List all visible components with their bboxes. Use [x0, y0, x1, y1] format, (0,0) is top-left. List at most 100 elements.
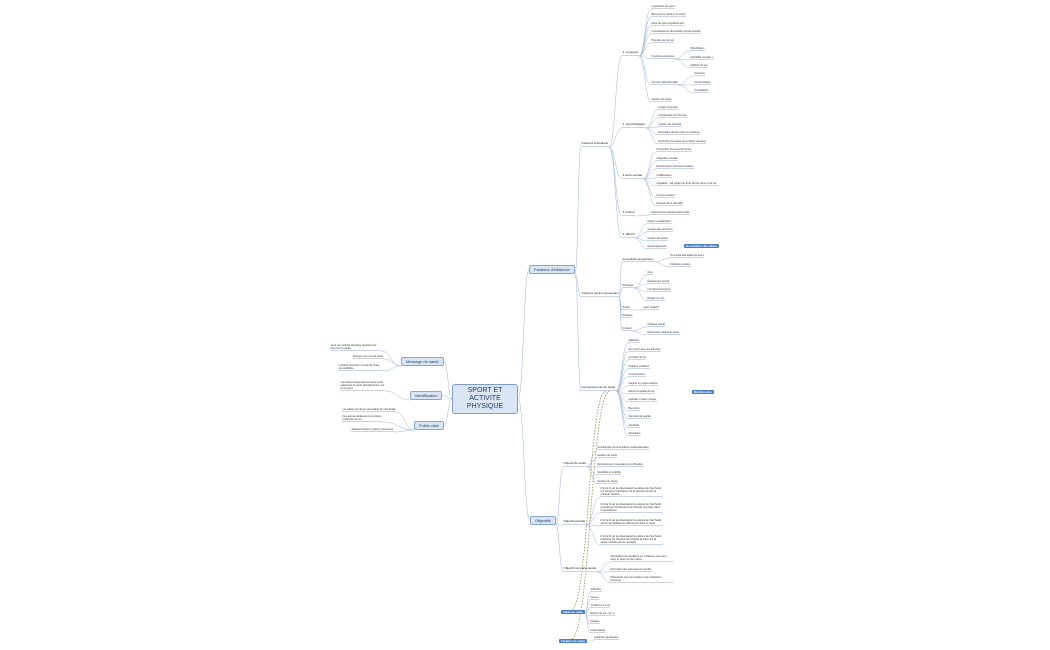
physique-item[interactable]: Clos: [647, 271, 654, 275]
logiques-node[interactable]: 1. Logiques: [622, 50, 639, 56]
identification-item[interactable]: Les élèves fréquenteront moins qu'ils pr…: [340, 381, 385, 391]
psycho-item[interactable]: Gestion de l'anxiété: [658, 123, 682, 127]
message-item[interactable]: Avoir une activité physique régulière es…: [330, 344, 381, 351]
public-cible-node[interactable]: Public cible: [414, 421, 445, 430]
stade-item[interactable]: Genou: [590, 596, 599, 600]
educatif-item[interactable]: D'ici la fin de la présentation les élèv…: [600, 535, 663, 545]
facteurs-sante-node[interactable]: Facteurs de santé: [559, 639, 587, 643]
fonctions-item[interactable]: Planification: [690, 47, 705, 51]
objectif-sante-node[interactable]: Objectif de santé: [563, 461, 587, 467]
comportement-item[interactable]: Contrôle de soi: [628, 356, 647, 360]
physique-item[interactable]: Équipement sportif: [647, 280, 670, 284]
culturel-env-item[interactable]: Pratique sportif: [647, 323, 666, 327]
physique-item[interactable]: Infrastructure(sport): [647, 288, 671, 292]
root-node[interactable]: SPORT ET ACTIVITE PHYSIQUE: [452, 384, 518, 414]
sociale-item[interactable]: Respect de la diversité: [656, 202, 684, 206]
message-sante-node[interactable]: Message de santé: [401, 357, 444, 366]
affectif-item[interactable]: Épanouissement: [647, 245, 668, 249]
politique-node[interactable]: Politique: [622, 314, 633, 318]
affectif-item[interactable]: Gestion des émotions: [647, 228, 674, 232]
sante-item[interactable]: Renforcement musculaire et tonification: [597, 463, 644, 467]
sociale-item[interactable]: Communication: [656, 194, 676, 198]
psycho-item[interactable]: Amélioration de l'humeur: [658, 114, 688, 118]
sante-item[interactable]: Gestion du poids: [597, 454, 618, 458]
culturel-ind-item[interactable]: Transmission intergénérationnelle: [650, 211, 690, 215]
logiques-item[interactable]: Bien-pour la santé et le corps: [651, 13, 686, 17]
affectif-item[interactable]: Gestion du stress: [647, 237, 669, 241]
callout-env[interactable]: les ancêtres des élèves: [684, 244, 720, 248]
comportement-item[interactable]: Sommeil de qualité: [628, 415, 652, 419]
stade-item[interactable]: Dépendance: [590, 629, 606, 633]
social-env-item[interactable]: sport collectif: [643, 306, 660, 310]
facteurs-influence-node[interactable]: Facteurs d'influence: [529, 265, 575, 274]
callout-bad[interactable]: Mal-Bien-être: [692, 390, 714, 394]
affectif-item[interactable]: Plaisir et satisfaction: [647, 220, 672, 224]
facteurs-individuels-node[interactable]: Facteurs individuels: [581, 141, 609, 147]
message-item[interactable]: L'activité sportives c'est la clé d'une …: [338, 364, 383, 371]
logiques-item[interactable]: Importance du sport: [651, 5, 676, 9]
sociale-item[interactable]: Inégalités : fait (règle) au fil du fait…: [656, 182, 719, 186]
logiques-item[interactable]: Prendre soin de soi: [651, 39, 675, 43]
culturel-ind-node[interactable]: 3.culturel: [622, 210, 636, 216]
geo-item[interactable]: Distance scolaire: [670, 263, 691, 267]
sante-item[interactable]: Flexibilité et mobilité: [597, 471, 622, 475]
sociale-item[interactable]: Prévention d'une performance: [656, 148, 692, 152]
sante-item[interactable]: Gestion du stress: [597, 480, 619, 484]
psychologique-node[interactable]: 2. psychologique: [622, 122, 646, 128]
culturel-env-node[interactable]: Culturel: [622, 327, 632, 331]
comportement-item[interactable]: Mener la qualité de vie: [628, 390, 656, 394]
psycho-item[interactable]: Promotion de bien-être et confiance: [658, 131, 701, 135]
stade-item[interactable]: Addiction: [590, 588, 602, 592]
physique-item[interactable]: Risque ou non: [647, 297, 665, 301]
facteurs-sante-item[interactable]: Facteurs génétiques: [594, 636, 619, 640]
comportement-item[interactable]: Consciencieux: [628, 373, 646, 377]
fonctions-item[interactable]: Maîtrise de soi: [690, 64, 708, 68]
comportement-item[interactable]: Bien-faire: [628, 407, 641, 411]
gestion-stress-node[interactable]: Gestion du stress: [651, 98, 673, 102]
comportement-item[interactable]: Gagner en propre-estime: [628, 382, 658, 386]
identification-node[interactable]: Identification: [410, 391, 443, 400]
sociale-item[interactable]: intégration sociale: [656, 157, 678, 161]
fonction-attentionnelle-node[interactable]: Fonction attentionnelle: [651, 81, 679, 85]
fonctions-item[interactable]: Flexibilité mentale +: [690, 56, 714, 60]
stade-sante-node[interactable]: Stade de santé: [561, 610, 585, 614]
sociale-item[interactable]: Collaboration: [656, 174, 673, 178]
geo-node[interactable]: Accessibilité géographique: [622, 258, 654, 262]
facteurs-environnementaux-node[interactable]: Facteurs environnementaux: [581, 291, 620, 297]
comportement-item[interactable]: Pratique modérée: [628, 365, 650, 369]
public-item[interactable]: Les élèves de 3ème secondaire de Cité So…: [342, 408, 396, 412]
objectifs-node[interactable]: Objectifs: [530, 516, 556, 525]
message-item[interactable]: Bouger pour son de sentir: [353, 355, 384, 359]
sociale-item[interactable]: Renforcement des liens sociaux: [656, 165, 694, 169]
psycho-item[interactable]: Réduction de risque de troubles mentaux: [658, 140, 707, 144]
stade-item[interactable]: Confiance en soi: [590, 604, 611, 608]
educatif-item[interactable]: D'ici la fin de la présentation les élèv…: [600, 487, 663, 497]
logiques-item[interactable]: Connaissances du bienfait propres sporti…: [651, 30, 702, 34]
stade-item[interactable]: Estime de soi, moi, il: [590, 612, 615, 616]
social-env-node[interactable]: Social: [622, 306, 631, 310]
psycho-item[interactable]: Image corporelle: [658, 106, 679, 110]
public-item[interactable]: Des jeunes adolescents en pleine recherc…: [342, 415, 383, 422]
educatif-item[interactable]: D'ici la fin de la présentation les élèv…: [600, 503, 663, 513]
objectif-educatif-node[interactable]: Objectif éducatif: [563, 519, 586, 525]
physique-node[interactable]: Physique: [622, 284, 634, 288]
comportemental-item[interactable]: Sensibiliser les étudiants sur l'influen…: [610, 555, 673, 562]
public-item[interactable]: Adolescent(e)s en pleine croissance: [351, 428, 394, 432]
comportement-item[interactable]: Addiction: [628, 339, 640, 343]
comportement-item[interactable]: Hydrater et bien manger: [628, 398, 657, 402]
educatif-item[interactable]: D'ici la fin de la présentation les élèv…: [600, 519, 663, 526]
comportemental-item[interactable]: Promotion des événements sportifs: [610, 568, 652, 572]
geo-item[interactable]: Proximité des salles de sport: [670, 254, 705, 258]
socio-sociale-node[interactable]: 3.socio-sociale: [622, 173, 643, 179]
comportement-item[interactable]: Motivation: [628, 432, 641, 436]
affectif-node[interactable]: 4. affectif: [622, 232, 636, 238]
comportement-item[interactable]: Se nourrir avec les aliments: [628, 348, 662, 352]
culturel-env-item[interactable]: Patrimoine culturel du sport: [647, 331, 680, 335]
stade-item[interactable]: Fatigue: [590, 620, 600, 624]
logiques-item[interactable]: Faire du sport régulièrement: [651, 22, 685, 26]
attention-item[interactable]: Focalisation: [694, 89, 709, 93]
comportements-sante-node[interactable]: Comportements de santé: [581, 385, 616, 391]
attention-item[interactable]: Attention: [694, 72, 706, 76]
objectif-comportemental-node[interactable]: Objectif comportemental: [563, 566, 597, 572]
comportemental-item[interactable]: Partenariat avec les écoles et les insti…: [610, 576, 673, 583]
